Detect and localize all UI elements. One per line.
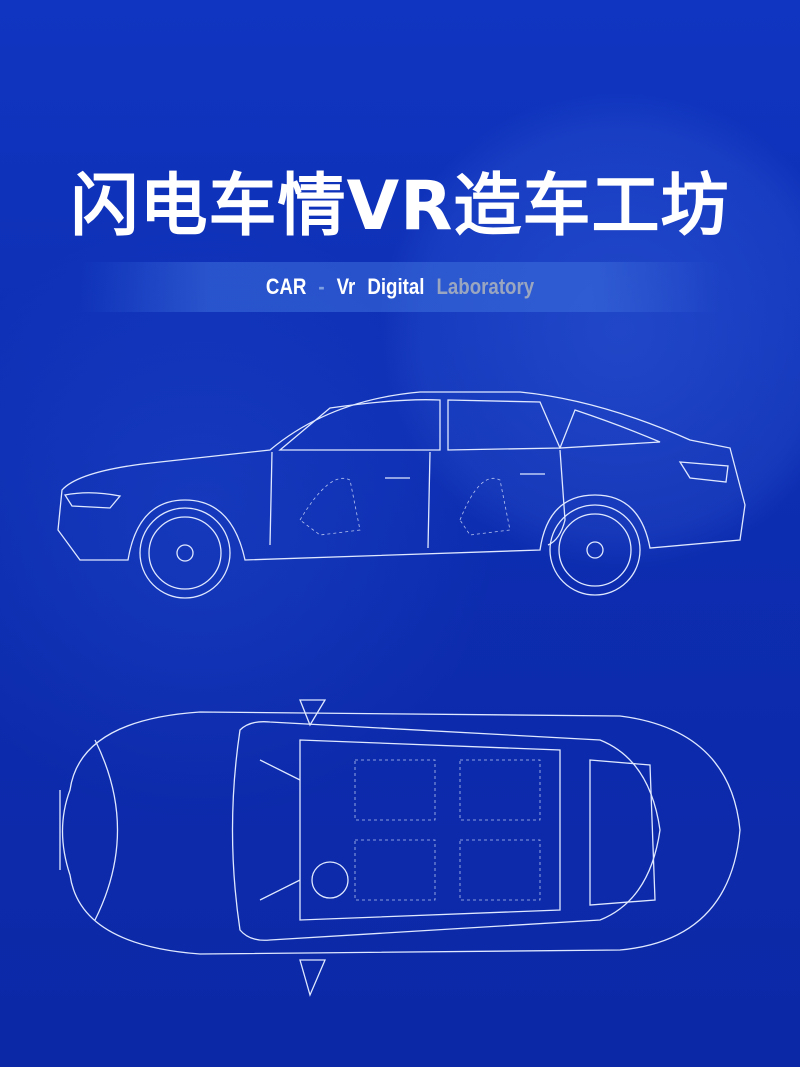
page-title: 闪电车情VR造车工坊	[70, 167, 730, 246]
car-side-view-blueprint	[57, 391, 746, 599]
subtitle-car: CAR	[265, 274, 307, 299]
subtitle: CAR - Vr Digital Laboratory	[60, 262, 740, 312]
subtitle-dash: -	[318, 274, 325, 299]
subtitle-digital: Digital	[367, 274, 425, 299]
subtitle-band	[80, 262, 720, 312]
subtitle-vr: Vr	[336, 274, 356, 299]
subtitle-laboratory: Laboratory	[436, 274, 535, 299]
